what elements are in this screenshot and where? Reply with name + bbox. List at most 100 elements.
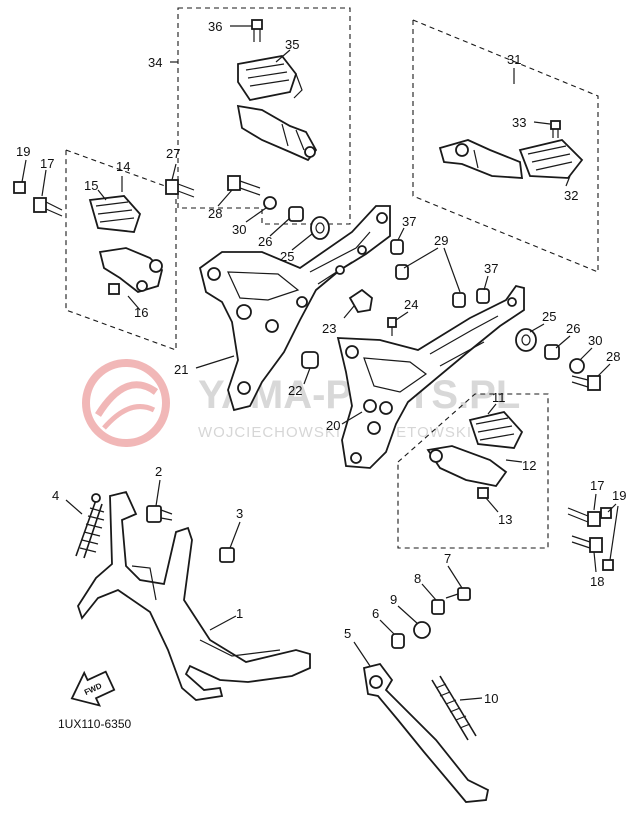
callout-30-top: 30 [232,222,246,237]
callout-27: 27 [166,146,180,161]
callout-13: 13 [498,512,512,527]
bolt-7 [445,587,471,601]
callout-10: 10 [484,691,498,706]
callout-26-top: 26 [258,234,272,249]
collar-37-right [476,288,490,304]
callout-31: 31 [507,52,521,67]
callout-28-top: 28 [208,206,222,221]
bushing-25-right [515,328,537,352]
callout-1: 1 [236,606,243,621]
callout-15: 15 [84,178,98,193]
washer-30-right [569,358,585,374]
bolt-28-top [227,175,261,196]
watermark: YAMA-PARTS.PL WOJCIECHOWSKI & REPETOWSKI [82,359,520,447]
nut-19-left [13,181,26,194]
callout-29: 29 [434,233,448,248]
clip-23 [348,288,373,313]
bushing-25-top [310,216,330,240]
callout-37-top: 37 [402,214,416,229]
collar-26-top [288,206,304,222]
collar-26-right [544,344,560,360]
group-box-11 [397,393,549,549]
main-stand-1 [77,490,311,701]
nut-19-right-b [602,559,614,571]
callout-3: 3 [236,506,243,521]
callout-11: 11 [492,390,506,405]
callout-12: 12 [522,458,536,473]
nut-8 [431,599,445,615]
diagram-code: 1UX110-6350 [58,717,131,731]
callout-19-right: 19 [612,488,626,503]
footrest-bracket-14 [98,247,163,293]
watermark-sub: WOJCIECHOWSKI & REPETOWSKI [198,424,472,441]
footrest-bracket-34 [236,104,318,162]
callout-9: 9 [390,592,397,607]
screw-36 [251,19,263,42]
callout-25-right: 25 [542,309,556,324]
collar-29-b [452,292,466,308]
callout-16: 16 [134,305,148,320]
washer-9 [413,621,431,639]
bolt-18 [571,535,603,553]
collar-22 [301,351,319,369]
callouts: 36 35 34 31 33 32 19 17 14 15 16 27 28 3… [16,19,626,706]
callout-20: 20 [326,418,340,433]
callout-2: 2 [155,464,162,479]
callout-28-right: 28 [606,349,620,364]
callout-17-left: 17 [40,156,54,171]
group-box-31 [412,19,599,273]
nut-16 [108,283,120,295]
fwd-arrow: FWD [70,670,116,707]
callout-26-right: 26 [566,321,580,336]
callout-24: 24 [404,297,418,312]
washer-30-top [263,196,277,210]
nut-3 [219,547,235,563]
footrest-32 [518,139,584,179]
bolt-27 [165,179,195,198]
nut-19-right-a [600,507,612,519]
callout-6: 6 [372,606,379,621]
group-box-34 [177,7,351,225]
bolt-2 [146,505,173,523]
collar-37-top [390,239,404,255]
bolt-28-right [571,375,601,391]
callout-30-right: 30 [588,333,602,348]
side-stand-5 [362,662,490,803]
collar-6 [391,633,405,649]
callout-4: 4 [52,488,59,503]
bolt-17-right [567,507,601,527]
callout-37-right: 37 [484,261,498,276]
screw-33 [550,120,561,138]
bracket-20 [336,284,525,469]
callout-14: 14 [116,159,130,174]
callout-19-left: 19 [16,144,30,159]
spring-4 [75,493,105,559]
footrest-11 [468,411,524,449]
callout-17-right: 17 [590,478,604,493]
callout-32: 32 [564,188,578,203]
collar-29-a [395,264,409,280]
callout-35: 35 [285,37,299,52]
callout-22: 22 [288,383,302,398]
bolt-17-left [33,197,63,217]
footrest-15 [88,195,142,233]
callout-21: 21 [174,362,188,377]
footrest-35 [237,55,303,102]
callout-7: 7 [444,551,451,566]
nut-13 [477,487,489,499]
callout-36: 36 [208,19,222,34]
callout-23: 23 [322,321,336,336]
footrest-bracket-12 [426,445,508,487]
bolt-24 [387,317,397,336]
callout-8: 8 [414,571,421,586]
group-boxes [65,7,599,549]
bracket-21 [198,205,391,412]
callout-33: 33 [512,115,526,130]
leader-lines [21,25,619,701]
callout-18: 18 [590,574,604,589]
footrest-bracket-31 [438,139,524,179]
callout-25-top: 25 [280,249,294,264]
spring-10 [431,675,477,741]
callout-5: 5 [344,626,351,641]
callout-34: 34 [148,55,162,70]
